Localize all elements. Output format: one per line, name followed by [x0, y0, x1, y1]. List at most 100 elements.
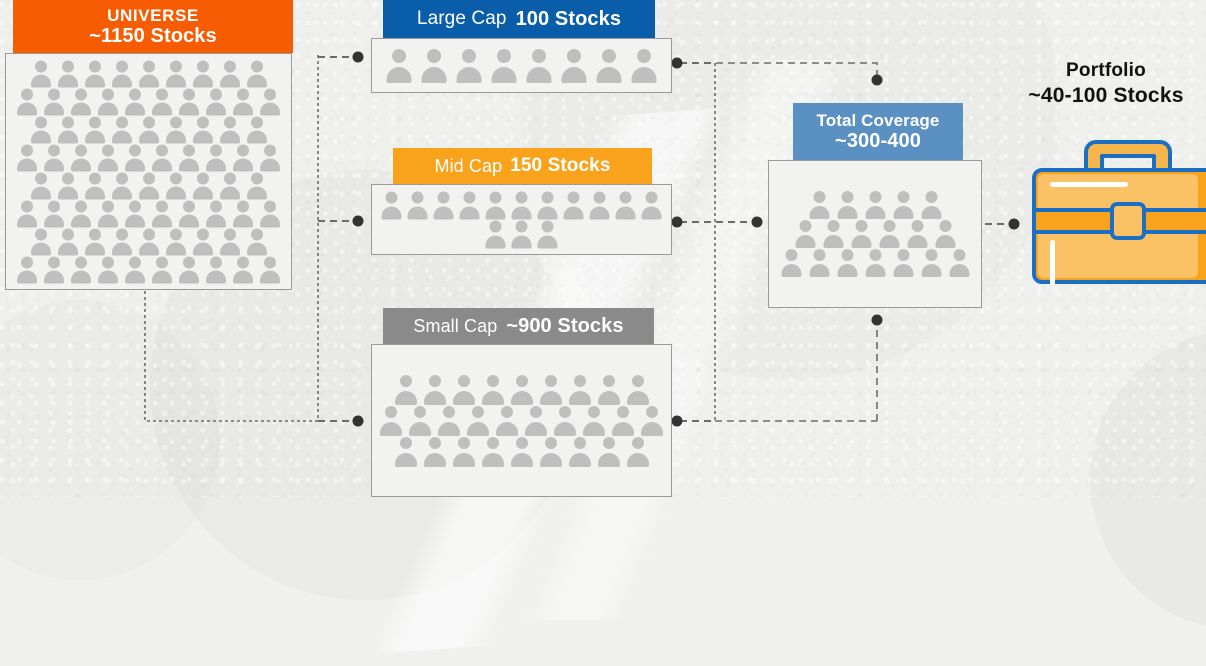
person-body — [98, 102, 118, 115]
person-icon — [566, 374, 593, 405]
person-body — [596, 66, 622, 83]
person-head — [911, 220, 923, 232]
person-head — [75, 256, 87, 268]
person-body — [138, 186, 159, 199]
universe-header: UNIVERSE ~1150 Stocks — [13, 0, 293, 53]
person-icon — [581, 405, 608, 436]
person-body — [206, 102, 226, 115]
person-head — [869, 191, 881, 203]
small-cap-panel — [371, 344, 672, 497]
person-body — [165, 130, 186, 143]
person-body — [438, 421, 460, 436]
person-body — [386, 66, 412, 83]
person-head — [169, 116, 182, 128]
person-body — [485, 235, 506, 248]
person-icon — [231, 200, 256, 227]
person-head — [169, 172, 182, 184]
person-head — [602, 436, 615, 449]
person-head — [156, 144, 168, 156]
person-head — [88, 172, 101, 184]
person-head — [156, 200, 168, 212]
person-icon — [231, 88, 256, 115]
person-icon — [639, 405, 666, 436]
portfolio-label: Portfolio ~40-100 Stocks — [1000, 60, 1206, 108]
person-body — [510, 452, 533, 467]
person-head — [472, 405, 484, 418]
person-head — [210, 144, 222, 156]
person-body — [561, 66, 587, 83]
person-head — [223, 228, 236, 240]
person-body — [568, 452, 591, 467]
person-icon — [489, 48, 520, 83]
person-body — [233, 102, 253, 115]
person-head — [399, 436, 412, 449]
person-icon — [177, 200, 202, 227]
person-body — [626, 452, 649, 467]
person-icon — [15, 200, 40, 227]
total-coverage-people-grid — [779, 191, 972, 277]
person-head — [156, 88, 168, 100]
person-icon — [431, 191, 456, 219]
person-icon — [595, 436, 622, 467]
person-head — [21, 256, 33, 268]
person-body — [421, 66, 447, 83]
person-head — [61, 60, 74, 72]
person-icon — [82, 228, 107, 255]
person-head — [428, 436, 441, 449]
person-body — [260, 102, 280, 115]
person-icon — [849, 220, 874, 248]
person-body — [452, 390, 475, 405]
person-icon — [42, 88, 67, 115]
person-head — [939, 220, 951, 232]
universe-count: ~1150 Stocks — [89, 24, 217, 47]
person-head — [61, 172, 74, 184]
person-body — [781, 264, 801, 277]
person-icon — [919, 191, 944, 219]
person-body — [809, 264, 829, 277]
person-head — [457, 374, 470, 387]
person-body — [138, 130, 159, 143]
person-body — [423, 452, 446, 467]
person-head — [115, 172, 128, 184]
person-head — [785, 249, 797, 261]
person-body — [84, 186, 105, 199]
person-icon — [244, 116, 269, 143]
person-body — [260, 158, 280, 171]
person-icon — [15, 144, 40, 171]
person-head — [210, 256, 222, 268]
person-head — [169, 60, 182, 72]
person-body — [17, 270, 37, 283]
person-head — [443, 405, 455, 418]
person-icon — [55, 116, 80, 143]
person-head — [567, 191, 580, 203]
person-body — [433, 206, 454, 219]
person-body — [17, 102, 37, 115]
person-icon — [231, 256, 256, 283]
person-icon — [509, 191, 534, 219]
large-cap-header: Large Cap 100 Stocks — [383, 0, 655, 38]
person-head — [61, 228, 74, 240]
person-icon — [163, 172, 188, 199]
person-icon — [123, 256, 148, 283]
person-head — [250, 172, 263, 184]
person-head — [457, 436, 470, 449]
person-head — [142, 116, 155, 128]
total-coverage-name: Total Coverage — [816, 110, 940, 130]
person-body — [17, 214, 37, 227]
person-body — [111, 242, 132, 255]
person-icon — [150, 88, 175, 115]
person-head — [385, 405, 397, 418]
person-head — [631, 374, 644, 387]
person-icon — [190, 116, 215, 143]
person-icon — [204, 144, 229, 171]
person-icon — [28, 60, 53, 87]
person-icon — [494, 405, 521, 436]
person-body — [907, 235, 927, 248]
person-head — [102, 88, 114, 100]
person-icon — [807, 249, 832, 277]
person-body — [152, 270, 172, 283]
person-body — [496, 421, 518, 436]
person-head — [34, 116, 47, 128]
person-body — [138, 242, 159, 255]
person-icon — [42, 144, 67, 171]
